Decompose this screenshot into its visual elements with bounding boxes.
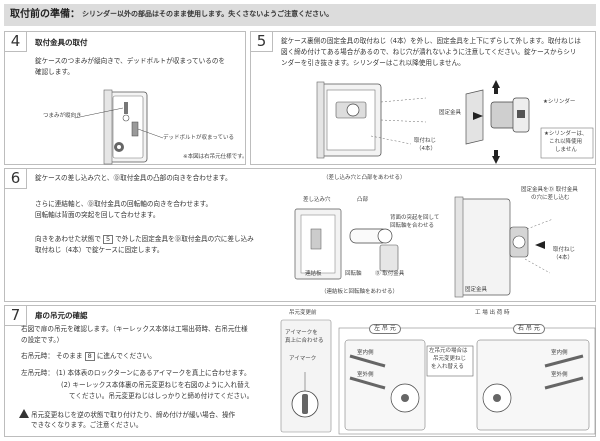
step-6-section: 6 錠ケースの差し込み穴と、Ⓓ取付金具の凸部の向きを合わせます。 さらに連結軸と… [4, 168, 596, 302]
right-indoor-label: 室内側 [551, 350, 568, 356]
step-6-text-4a: 向きをあわせた状態で [35, 235, 101, 243]
right-outdoor-label: 室外側 [551, 372, 568, 378]
cylinder-note-2: これ以降使用 [549, 139, 583, 145]
step-7-text-3a: 右吊元時： そのまま [21, 352, 83, 360]
hinge-direction-diagram [280, 319, 596, 435]
step-7-text-3: 右吊元時： そのまま 8 に進んでください。 [21, 351, 156, 362]
header-title: 取付前の準備： [10, 9, 80, 21]
label-screws-6-2: （4本） [553, 255, 573, 261]
step-5-text-1: 錠ケース裏側の固定金具の取付ねじ（4本）を外し、固定金具を上下にずらして外します… [281, 37, 581, 45]
step-7-text-1: 右図で扉の吊元を確認します。（キーレックス本体は工場出荷時、右吊元仕様 [21, 325, 248, 333]
label-convex: 凸部 [357, 197, 369, 203]
step-6-text-5: 取付ねじ（4本）で錠ケースに固定します。 [35, 246, 164, 254]
step-6-text-2: さらに連結軸と、Ⓓ取付金具の回転軸の向きを合わせます。 [35, 200, 213, 208]
step-7-warning: 吊元変更ねじを逆の状態で取り付けたり、締め付けが緩い場合、操作 [19, 409, 235, 420]
cylinder-removal-illustration [316, 80, 594, 164]
step-ref-5: 5 [103, 235, 114, 245]
label-fixing-plate: 固定金具 [439, 110, 462, 116]
diagram-eye-mark: アイマーク [289, 356, 317, 362]
diagram-align-mark-1: アイマークを [285, 330, 318, 336]
label-cylinder: ★シリンダー [543, 99, 576, 105]
step-5-section: 5 錠ケース裏側の固定金具の取付ねじ（4本）を外し、固定金具を上下にずらして外し… [250, 31, 596, 165]
right-hinge-label: 右 吊 元 [513, 324, 545, 335]
header-note: シリンダー以外の部品はそのまま使用します。失くさないようご注意ください。 [82, 10, 334, 19]
label-screws-2: （4本） [416, 146, 436, 152]
warning-text-1: 吊元変更ねじを逆の状態で取り付けたり、締め付けが緩い場合、操作 [31, 411, 236, 419]
prep-header: 取付前の準備： シリンダー以外の部品はそのまま使用します。失くさないようご注意く… [4, 4, 596, 26]
label-insert-hole: 差し込み穴 [303, 197, 331, 203]
left-indoor-label: 室内側 [357, 350, 374, 356]
step-5-text-3: ンダーを引き抜きます。シリンダーはこれ以降使用しません。 [281, 59, 465, 67]
diagram-align-mark-2: 真上に合わせる [285, 338, 324, 344]
label-plate-into-d-2: の穴に差し込む [531, 195, 570, 201]
step-4-number: 4 [5, 32, 27, 52]
step-6-text-4: 向きをあわせた状態で 5 で外した固定金具をⒹ取付金具の穴に差し込み [35, 234, 254, 245]
step-7-text-4: 左吊元時： (1) 本体表のロックターンにあるアイマークを真上に合わせます。 [21, 369, 251, 377]
label-link-plate: 連結板 [305, 271, 322, 277]
step-7-section: 7 扉の吊元の確認 右図で扉の吊元を確認します。（キーレックス本体は工場出荷時、… [4, 305, 596, 437]
step-ref-8: 8 [84, 352, 95, 362]
step-4-text-2: 確認します。 [35, 68, 74, 76]
label-rotate-1: 背面の突起を回して [390, 215, 440, 221]
label-plate-into-d-1: 固定金具をⒹ 取付金具 [521, 187, 578, 193]
label-bracket-d: Ⓓ 取付金具 [375, 271, 405, 277]
step-4-title: 取付金具の取付 [35, 38, 88, 47]
step-7-number: 7 [5, 306, 27, 326]
step-7-title: 扉の吊元の確認 [35, 311, 88, 320]
diagram-before-title: 吊元変更前 [289, 310, 317, 316]
caption-shaft-align: （連結板と回転軸をあわせる） [321, 289, 399, 295]
warning-text-2: できなくなります。ご注意ください。 [31, 421, 143, 429]
mount-bracket-illustration [294, 196, 554, 298]
caption-hole-align: （差し込み穴と凸部をあわせる） [323, 175, 406, 181]
left-hinge-label: 左 吊 元 [369, 324, 401, 335]
label-deadbolt-retracted: デッドボルトが収まっている [163, 135, 235, 141]
step-7-text-6: てください。吊元変更ねじはしっかりと締め付けてください。 [69, 392, 254, 400]
step-5-text-2: 図く締め付けてある場合があるので、ねじ穴が潰れないように注意してください。錠ケー… [281, 48, 577, 56]
step-4-section: 4 取付金具の取付 錠ケースのつまみが縦向きで、デッドボルトが収まっているのを … [4, 31, 248, 165]
label-rotate-2: 回転軸を合わせる [390, 223, 435, 229]
swap-note-1: 左吊元の場合は [429, 348, 468, 354]
step-4-text-1: 錠ケースのつまみが縦向きで、デッドボルトが収まっているのを [35, 57, 226, 65]
label-knob-vertical: つまみが縦向き [43, 113, 82, 119]
step-5-number: 5 [251, 32, 273, 52]
cylinder-note-1: ★シリンダーは、 [544, 131, 588, 137]
cylinder-note-3: しません [555, 147, 577, 153]
label-screws-1: 取付ねじ [414, 138, 437, 144]
swap-note-2: 吊元変更ねじ [433, 356, 467, 362]
lock-case-front-illustration [74, 89, 164, 165]
label-fixing-plate-6: 固定金具 [465, 287, 488, 293]
step-6-number: 6 [5, 169, 27, 189]
factory-default-label: 工 場 出 荷 時 [475, 310, 510, 316]
step-6-text-3: 回転軸は背面の突起を回して合わせます。 [35, 211, 160, 219]
swap-note-3: を入れ替える [431, 364, 464, 370]
step-4-note: ※本図は右吊元仕様です。 [183, 154, 248, 160]
warning-icon [19, 409, 29, 418]
step-6-text-1: 錠ケースの差し込み穴と、Ⓓ取付金具の凸部の向きを合わせます。 [35, 174, 232, 182]
step-7-text-3b: に進んでください。 [96, 352, 156, 360]
left-outdoor-label: 室外側 [357, 372, 374, 378]
step-6-text-4b: で外した固定金具をⒹ取付金具の穴に差し込み [115, 235, 254, 243]
label-rotating-shaft: 回転軸 [345, 271, 362, 277]
step-7-text-5: (2) キーレックス本体裏の吊元変更ねじを右図のように入れ替え [61, 381, 251, 389]
step-7-text-2: の設定です。） [21, 336, 64, 344]
label-screws-6-1: 取付ねじ [553, 247, 576, 253]
